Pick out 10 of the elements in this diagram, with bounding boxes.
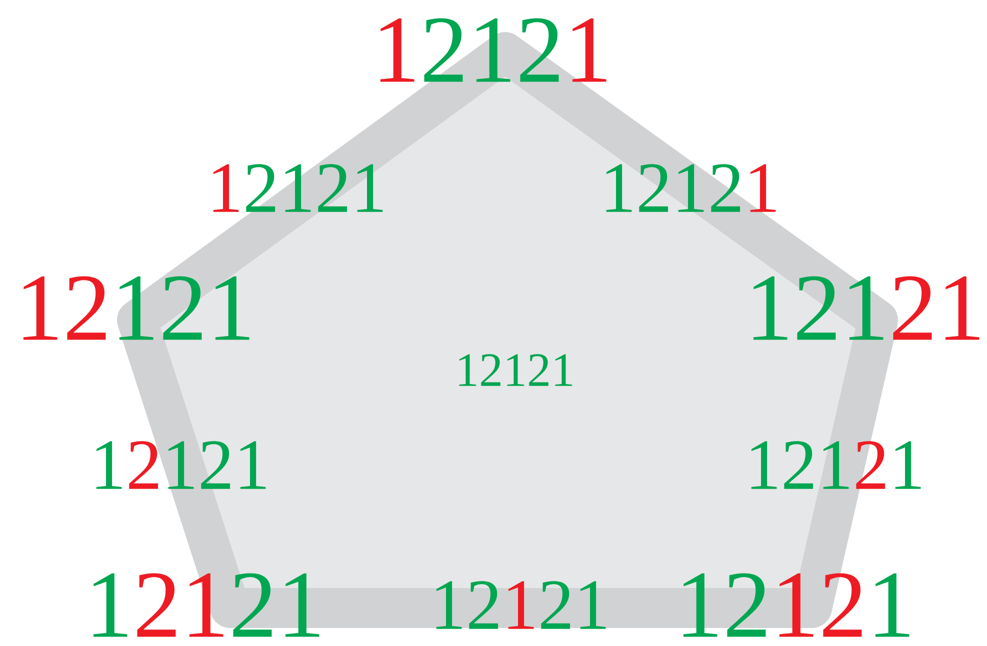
number-label: 12121 xyxy=(753,276,980,340)
number-label: 12121 xyxy=(606,164,776,212)
number-label: 12121 xyxy=(683,573,910,637)
number-label: 12121 xyxy=(93,573,320,637)
number-label: 12121 xyxy=(23,276,250,340)
number-label: 12121 xyxy=(380,18,606,82)
number-label: 12121 xyxy=(751,441,921,489)
number-label: 12121 xyxy=(96,441,266,489)
number-label: 12121 xyxy=(436,581,606,629)
number-label: 12121 xyxy=(213,164,383,212)
